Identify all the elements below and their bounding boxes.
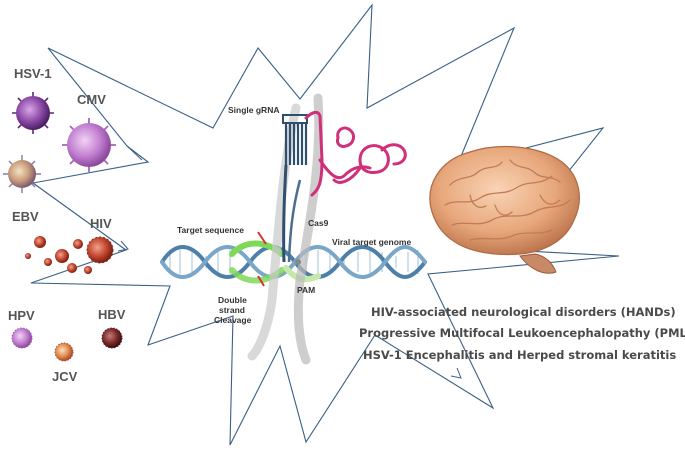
disease-hsv1-encephalitis: HSV-1 Encephalitis and Herped stromal ke… xyxy=(363,348,676,362)
pam-label: PAM xyxy=(297,285,315,295)
ebv-label: EBV xyxy=(12,209,39,224)
cleavage-marks-icon xyxy=(257,231,267,287)
cmv-virus-icon xyxy=(62,118,116,172)
disease-hands: HIV-associated neurological disorders (H… xyxy=(371,305,676,319)
hbv-label: HBV xyxy=(98,307,126,322)
hiv-virus-cluster-icon xyxy=(25,236,114,274)
cmv-pointer xyxy=(126,145,143,161)
hpv-label: HPV xyxy=(8,308,35,323)
cleavage-label-line2: strand xyxy=(219,305,245,315)
hiv-pointer xyxy=(117,240,129,252)
jcv-label: JCV xyxy=(52,369,78,384)
cas9-scissors-icon xyxy=(247,93,324,365)
hsv1-virus-icon xyxy=(12,92,54,134)
cas9-label: Cas9 xyxy=(308,218,329,228)
disease-pml: Progressive Multifocal Leukoencephalopat… xyxy=(359,326,685,340)
hiv-label: HIV xyxy=(90,216,112,231)
disease-pointer xyxy=(450,367,462,379)
hsv1-label: HSV-1 xyxy=(14,66,52,81)
single-grna-label: Single gRNA xyxy=(228,105,279,115)
tracr-rna-loops-icon xyxy=(304,110,407,197)
cleavage-label-line3: Cleavage xyxy=(214,315,252,325)
single-grna-icon xyxy=(282,114,308,263)
viral-target-genome-label: Viral target genome xyxy=(332,237,411,247)
jcv-virus-icon xyxy=(54,342,74,362)
target-sequence-label: Target sequence xyxy=(177,225,244,235)
cleavage-label-line1: Double xyxy=(218,295,247,305)
brain-icon xyxy=(429,145,580,274)
hbv-virus-icon xyxy=(101,327,123,349)
cmv-label: CMV xyxy=(77,92,106,107)
ebv-virus-icon xyxy=(3,155,41,193)
hpv-virus-icon xyxy=(11,327,33,349)
